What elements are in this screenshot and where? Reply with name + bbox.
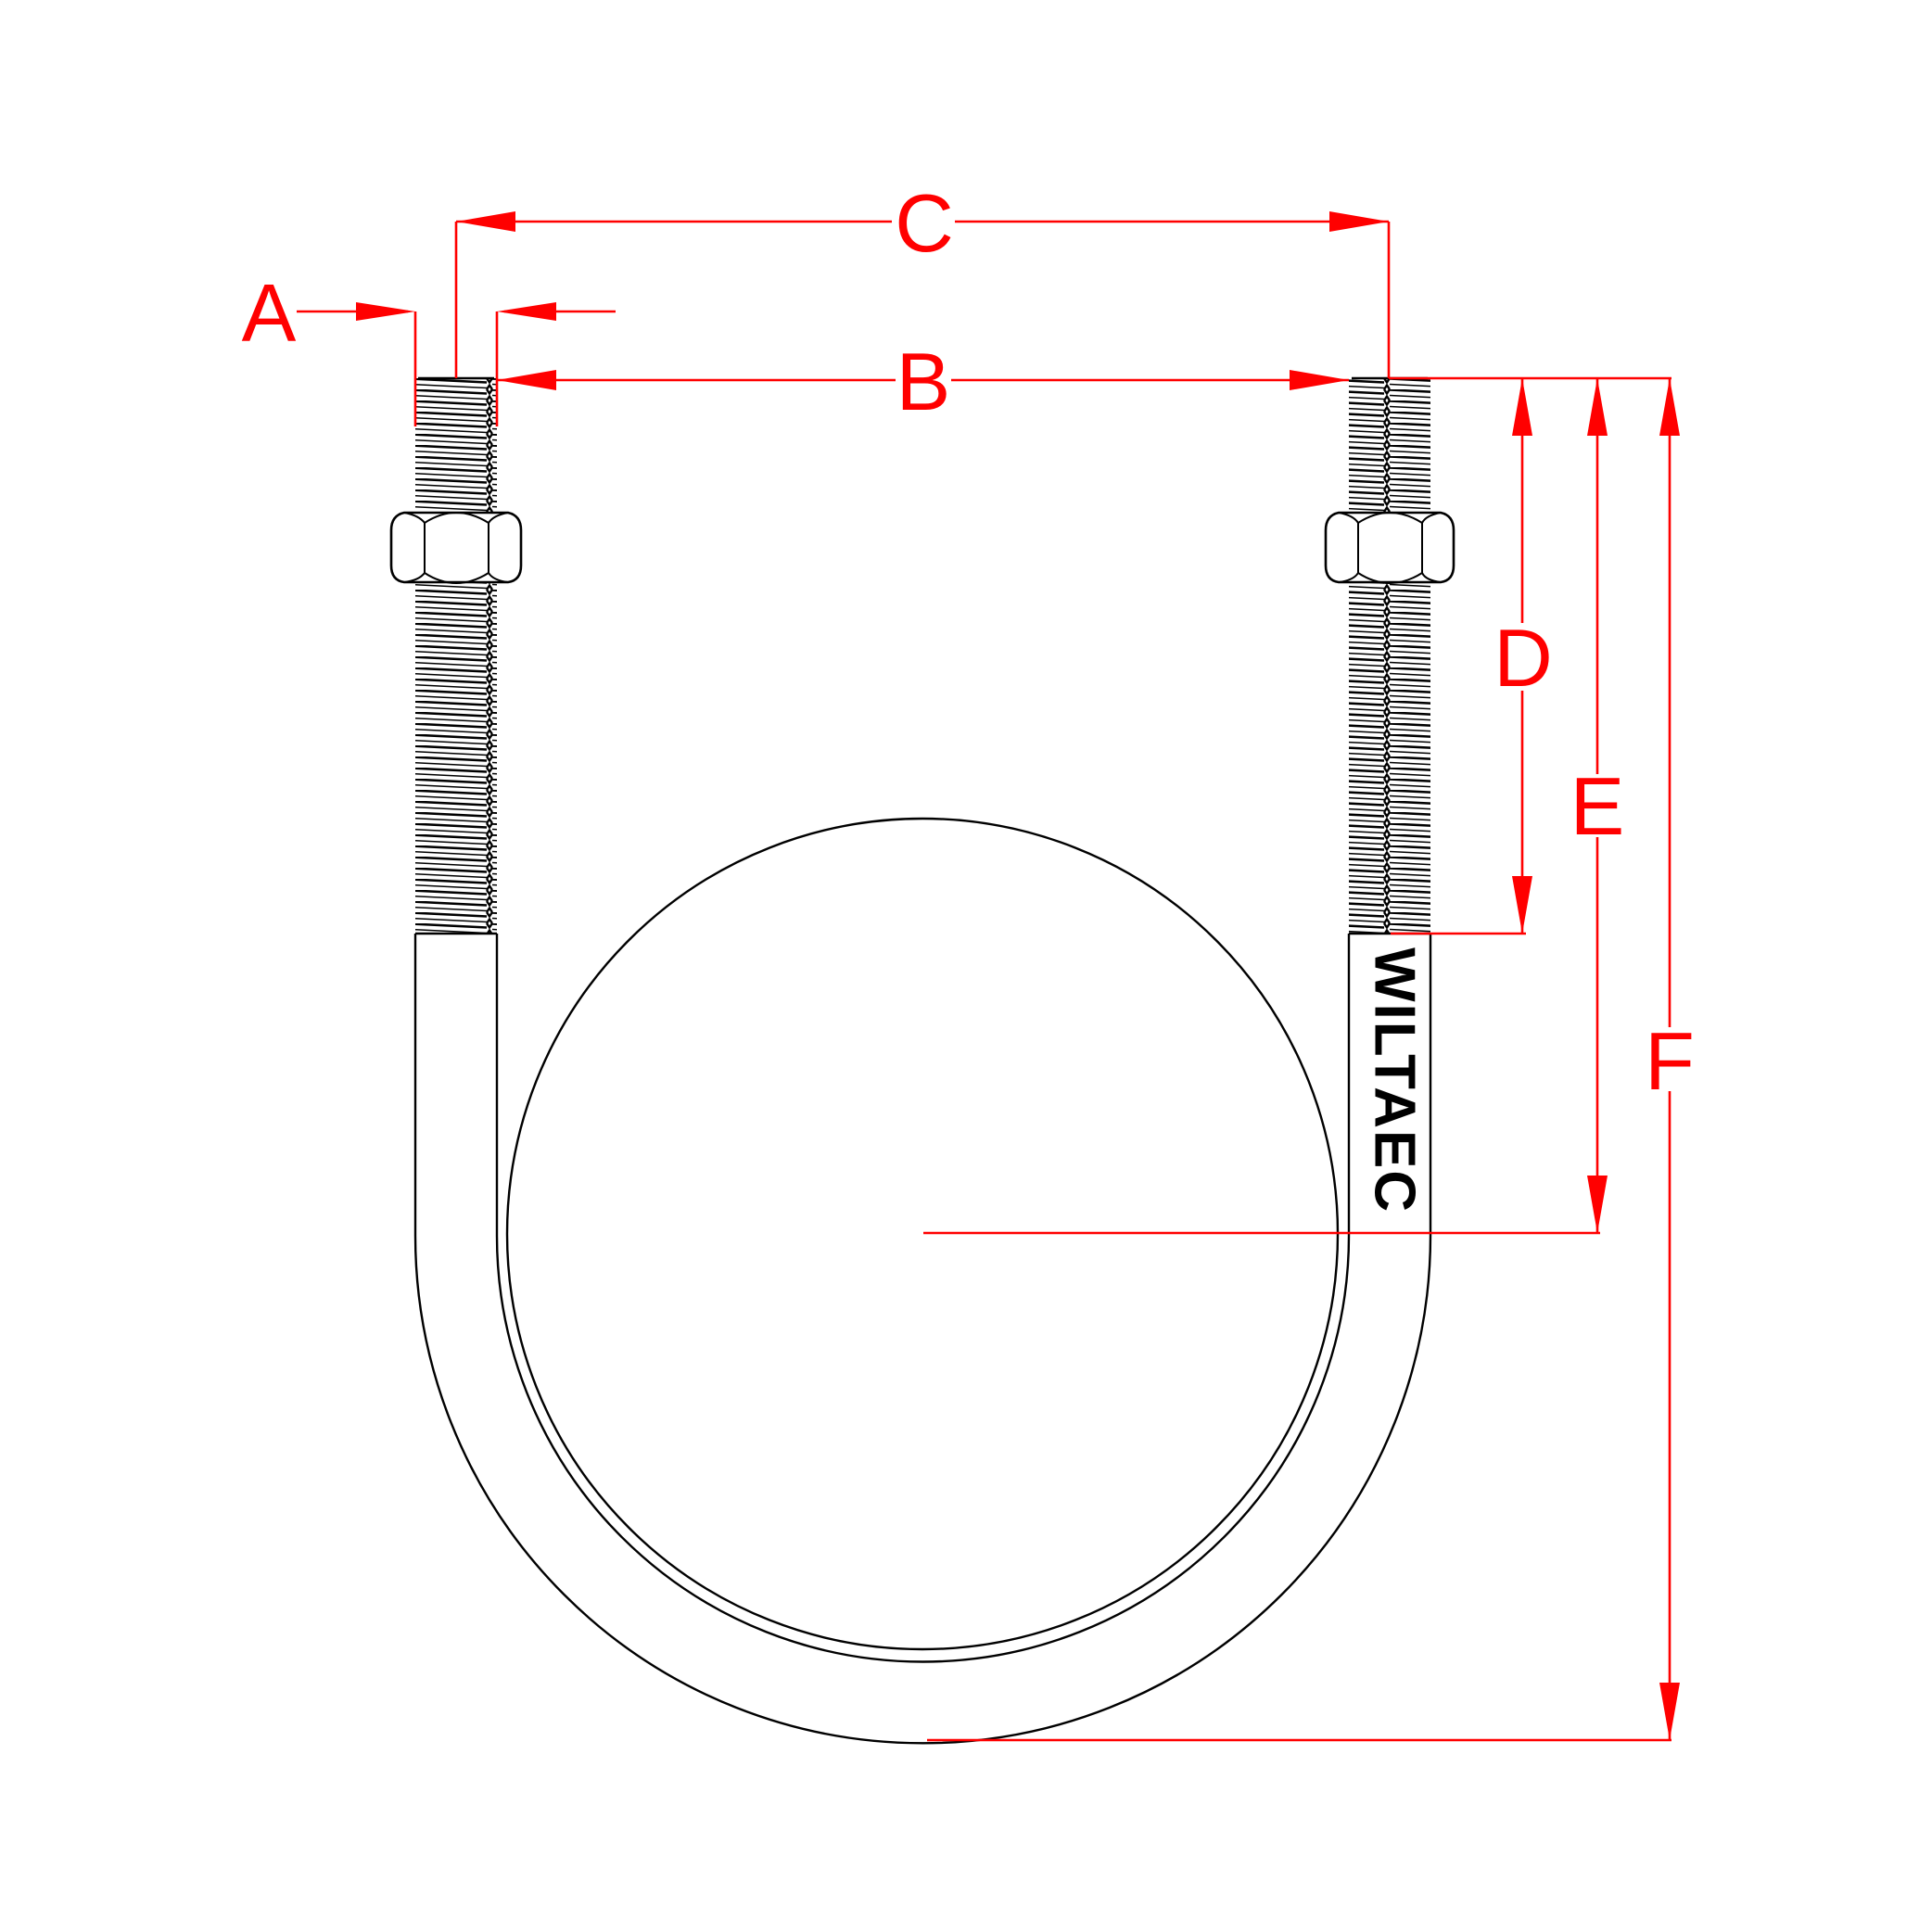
right-threaded-leg xyxy=(1349,376,1430,934)
dimension-label-f: F xyxy=(1645,1015,1695,1107)
dimension-label-c: C xyxy=(895,177,954,269)
left-hex-nut xyxy=(389,511,523,584)
brand-text: WILTAEC xyxy=(1362,947,1426,1214)
dimension-e: E xyxy=(923,378,1625,1235)
dimension-b: B xyxy=(497,336,1349,427)
dimension-label-a: A xyxy=(242,267,297,359)
dimension-a: A xyxy=(242,267,616,426)
dimension-label-b: B xyxy=(896,336,951,427)
brand-marking: WILTAEC xyxy=(1362,947,1426,1214)
dimension-label-d: D xyxy=(1493,612,1553,704)
right-hex-nut xyxy=(1324,511,1455,584)
left-threaded-leg xyxy=(415,376,497,934)
dimension-f: F xyxy=(927,378,1695,1742)
u-bolt-body xyxy=(413,932,1432,1745)
dimension-d: D xyxy=(1391,378,1553,935)
dimension-label-e: E xyxy=(1570,760,1625,852)
dimension-c: C xyxy=(454,177,1391,378)
